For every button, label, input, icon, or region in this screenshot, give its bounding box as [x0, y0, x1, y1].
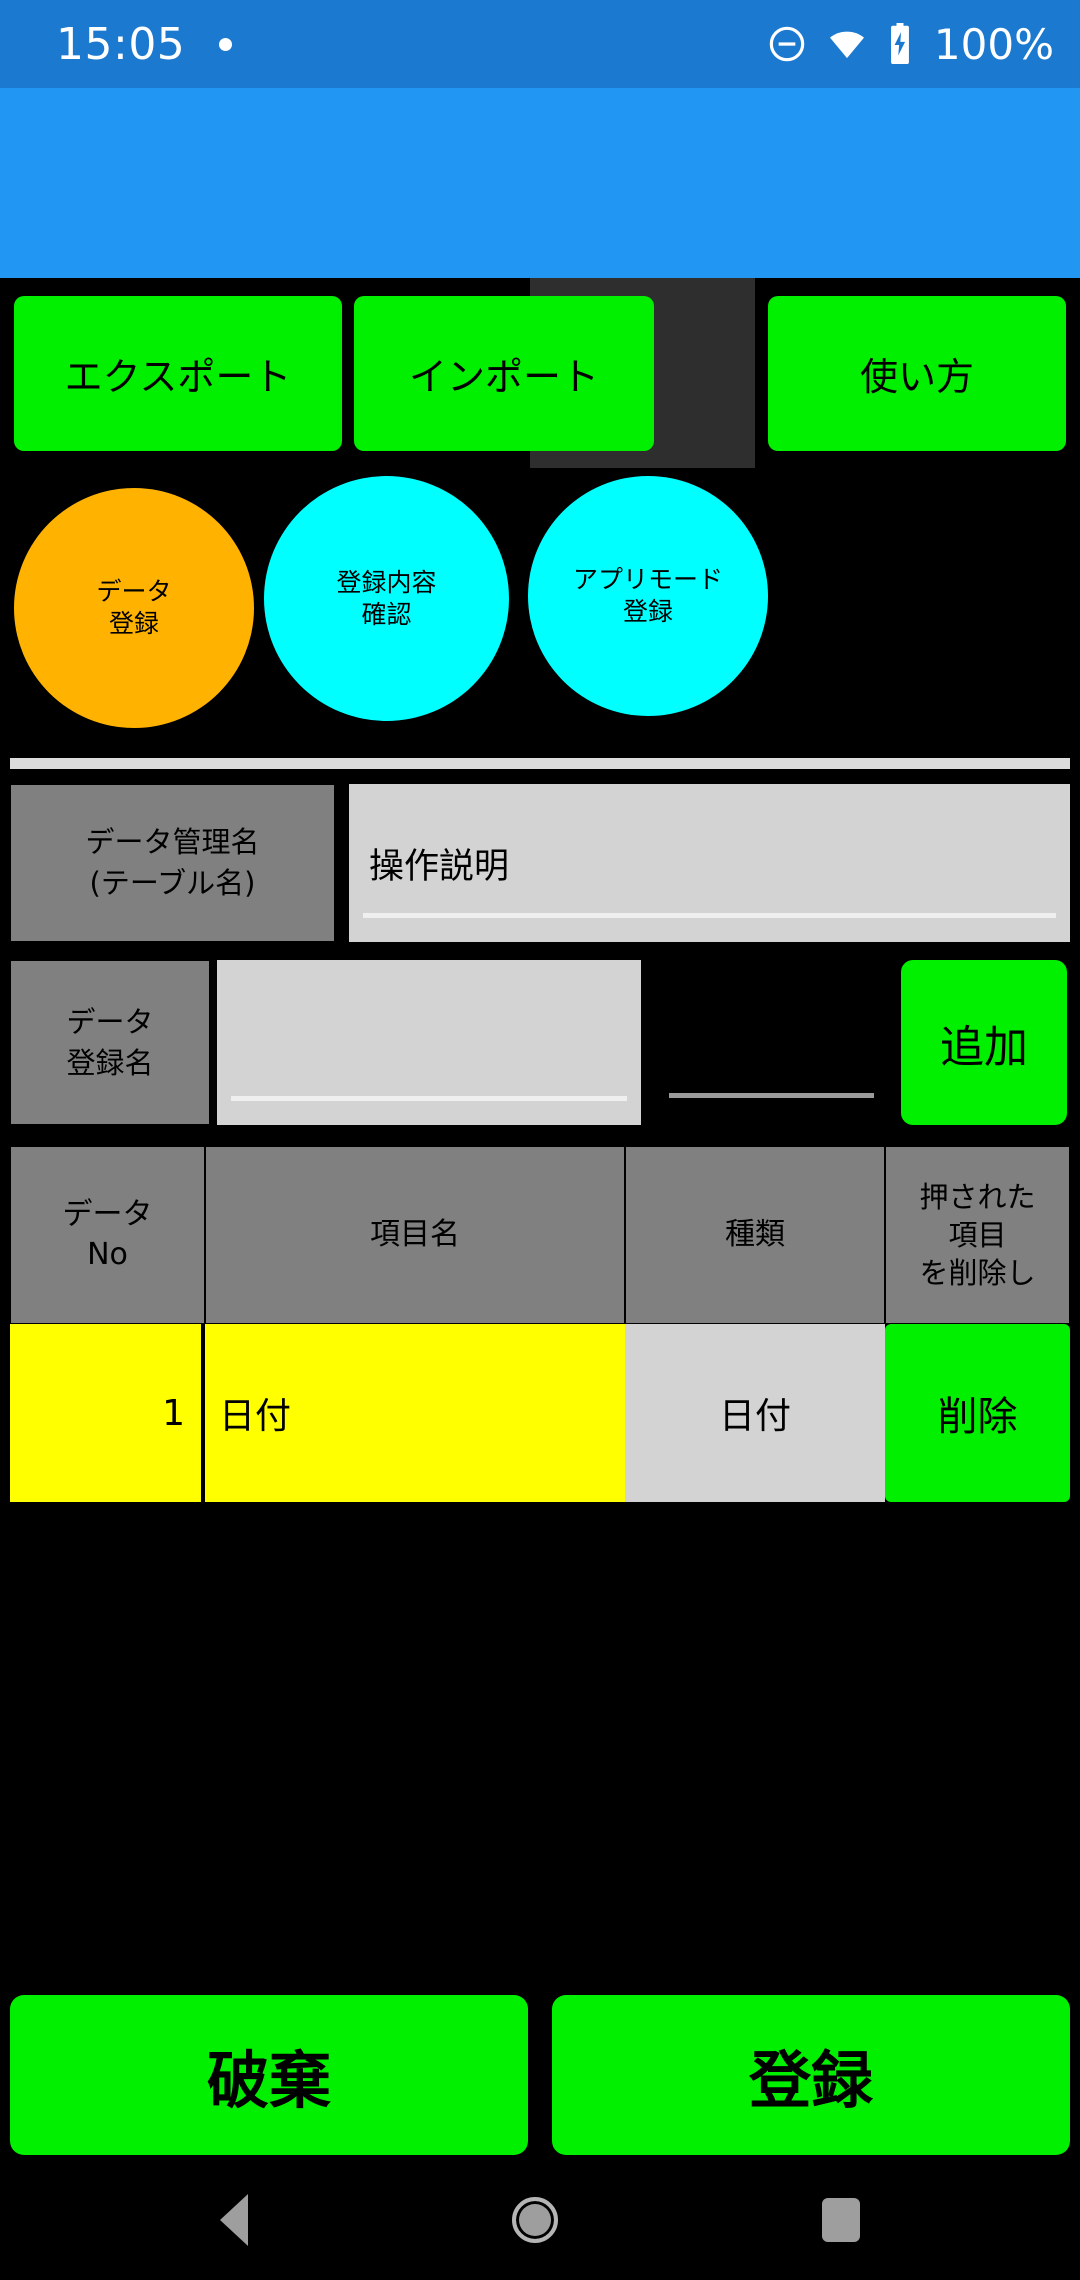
mode-circle-row: データ 登録 登録内容 確認 アプリモード 登録	[0, 468, 1080, 758]
table-name-row: データ管理名 (テーブル名) 操作説明	[0, 784, 1080, 942]
table-name-label-line1: データ管理名	[85, 825, 260, 860]
register-button[interactable]: 登録	[552, 1995, 1070, 2155]
discard-button[interactable]: 破棄	[10, 1995, 528, 2155]
confirm-entries-circle-button[interactable]: 登録内容 確認	[264, 476, 509, 721]
import-button[interactable]: インポート	[354, 296, 654, 451]
column-header-delete: 押された 項目 を削除し	[885, 1146, 1070, 1324]
data-entry-circle-button[interactable]: データ 登録	[14, 488, 254, 728]
table-name-input[interactable]: 操作説明	[349, 784, 1070, 942]
cell-type[interactable]: 日付	[625, 1324, 885, 1502]
app-header-bar	[0, 88, 1080, 278]
delete-row-button[interactable]: 削除	[885, 1324, 1070, 1502]
export-button[interactable]: エクスポート	[14, 296, 342, 451]
notification-dot-icon	[219, 37, 233, 51]
toolbar: エクスポート インポート 使い方	[0, 278, 1080, 468]
registration-type-input[interactable]	[655, 960, 888, 1125]
bottom-action-bar: 破棄 登録	[0, 1995, 1080, 2155]
add-button[interactable]: 追加	[901, 960, 1067, 1125]
data-table-header: データ No 項目名 種類 押された 項目 を削除し	[0, 1146, 1080, 1324]
column-header-no: データ No	[10, 1146, 205, 1324]
wifi-icon	[829, 31, 864, 59]
column-header-item-name: 項目名	[205, 1146, 625, 1324]
table-name-value: 操作説明	[369, 846, 510, 887]
section-divider	[10, 758, 1070, 769]
battery-charging-icon	[890, 23, 909, 64]
clock: 15:05	[56, 18, 186, 70]
registration-name-label-line1: データ	[66, 1004, 154, 1039]
battery-percentage: 100%	[933, 19, 1054, 69]
home-icon[interactable]	[512, 2197, 558, 2243]
how-to-use-button[interactable]: 使い方	[768, 296, 1066, 451]
app-mode-register-circle-button[interactable]: アプリモード 登録	[528, 476, 768, 716]
cell-item-name[interactable]: 日付	[205, 1324, 625, 1502]
table-row[interactable]: 1 日付 日付 削除	[0, 1324, 1080, 1502]
do-not-disturb-icon	[769, 26, 805, 62]
table-name-label: データ管理名 (テーブル名)	[10, 784, 335, 942]
recents-icon[interactable]	[822, 2198, 860, 2242]
table-name-underline	[363, 913, 1056, 918]
registration-name-label-line2: 登録名	[66, 1045, 154, 1080]
registration-name-underline	[231, 1096, 627, 1101]
status-bar-left: 15:05	[56, 18, 233, 70]
registration-name-input[interactable]	[217, 960, 641, 1125]
column-header-type: 種類	[625, 1146, 885, 1324]
status-bar: 15:05 100%	[0, 0, 1080, 88]
system-navigation-bar	[0, 2160, 1080, 2280]
circle-label-line2: 登録	[622, 597, 673, 626]
registration-name-row: データ 登録名 追加	[0, 952, 1080, 1132]
cell-no: 1	[10, 1324, 205, 1502]
circle-label-line2: 確認	[361, 599, 412, 629]
table-name-label-line2: (テーブル名)	[89, 866, 256, 900]
registration-type-underline	[669, 1093, 874, 1098]
circle-label-line1: 登録内容	[336, 567, 437, 597]
circle-label-line1: データ	[96, 577, 172, 606]
registration-name-label: データ 登録名	[10, 960, 210, 1125]
circle-label-line1: アプリモード	[572, 565, 723, 594]
back-icon[interactable]	[220, 2194, 248, 2246]
circle-label-line2: 登録	[108, 609, 159, 638]
status-bar-right: 100%	[767, 20, 1054, 69]
